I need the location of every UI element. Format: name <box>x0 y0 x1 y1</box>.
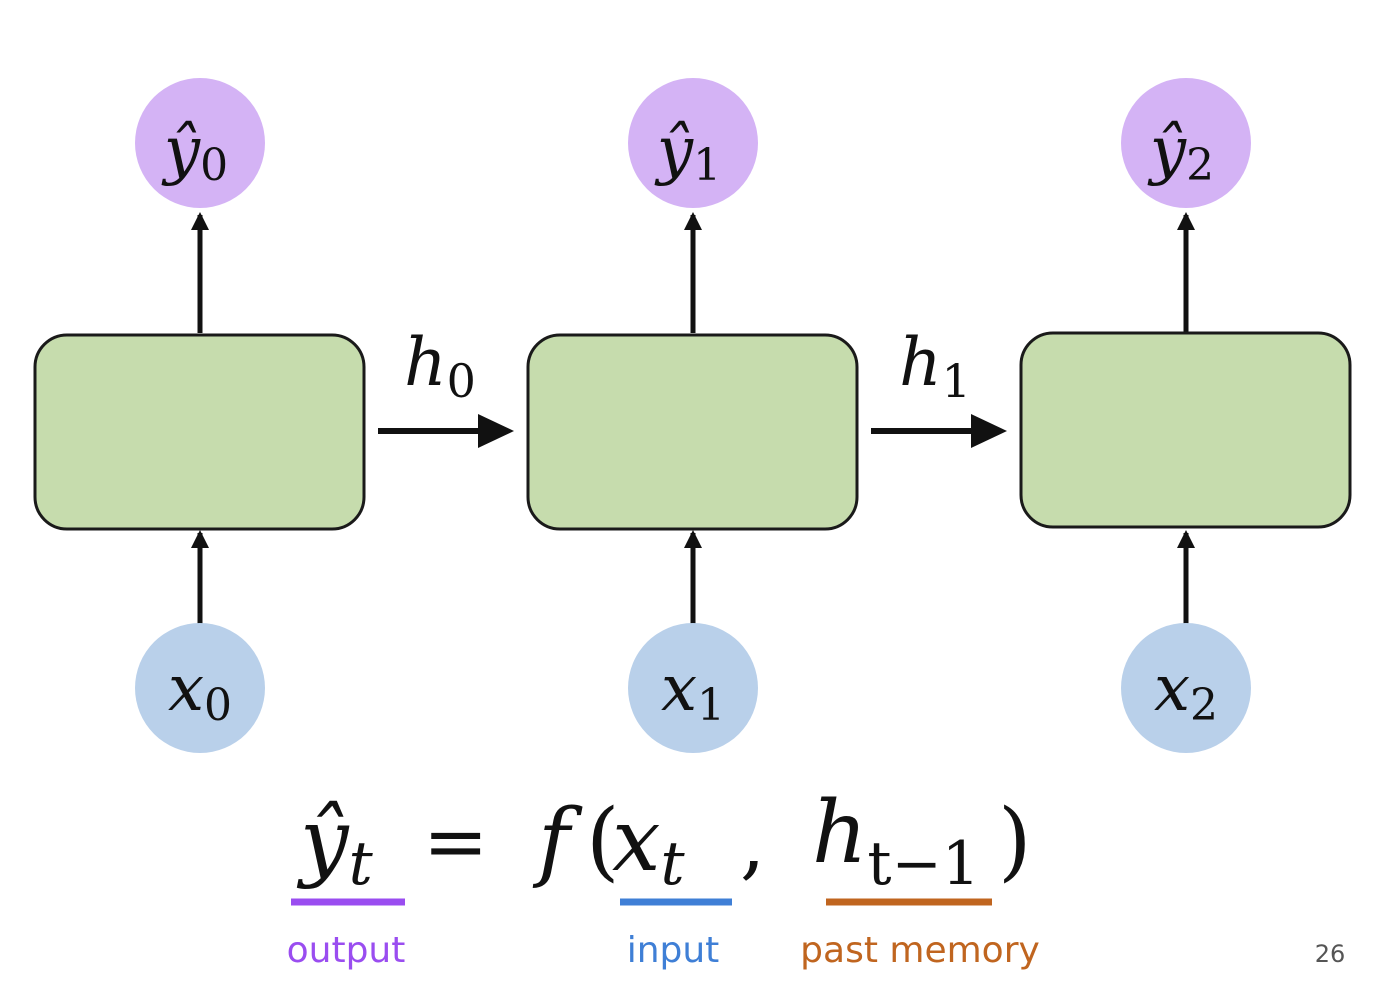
input-label: input <box>627 930 720 971</box>
input-node-1 <box>628 623 758 753</box>
output-node-1 <box>628 78 758 208</box>
equation-lhs: ŷt <box>296 791 374 899</box>
output-arrows <box>191 212 1195 333</box>
hidden-labels: h0 h1 <box>404 324 971 408</box>
output-node-2-label: ŷ2 <box>1147 114 1214 191</box>
input-arrows <box>191 530 1195 625</box>
hidden-label-1: h1 <box>899 324 971 408</box>
input-node-2-label: x2 <box>1154 652 1218 731</box>
output-label: output <box>287 930 406 971</box>
equation-open-paren: ( <box>586 791 620 891</box>
output-node-0-label: ŷ0 <box>161 114 228 191</box>
input-node-0-label: x0 <box>168 652 232 731</box>
output-node-0 <box>135 78 265 208</box>
rnn-cell-0 <box>33 333 366 531</box>
equation-comma: , <box>740 796 765 889</box>
recurrence-equation: ŷt = f ( xt , ht−1 ) <box>296 783 1032 899</box>
memory-label: past memory <box>800 930 1040 971</box>
input-nodes: x0 x1 x2 <box>135 623 1251 753</box>
input-node-0 <box>135 623 265 753</box>
input-node-2 <box>1121 623 1251 753</box>
output-node-2 <box>1121 78 1251 208</box>
equation-arg-input: xt <box>612 791 686 899</box>
equation-close-paren: ) <box>998 791 1032 891</box>
hidden-arrows <box>378 414 1007 448</box>
page-number: 26 <box>1314 940 1346 968</box>
hidden-label-0: h0 <box>404 324 476 408</box>
rnn-cell-1 <box>526 333 859 531</box>
equation-arg-memory: ht−1 <box>812 783 980 899</box>
rnn-cell-2 <box>1019 331 1352 529</box>
rnn-cells <box>33 331 1352 531</box>
output-nodes: ŷ0 ŷ1 ŷ2 <box>135 78 1251 208</box>
output-node-1-label: ŷ1 <box>654 114 721 191</box>
equation-equals: = <box>423 797 488 887</box>
equation-function: f <box>532 791 583 891</box>
input-node-1-label: x1 <box>661 652 725 731</box>
